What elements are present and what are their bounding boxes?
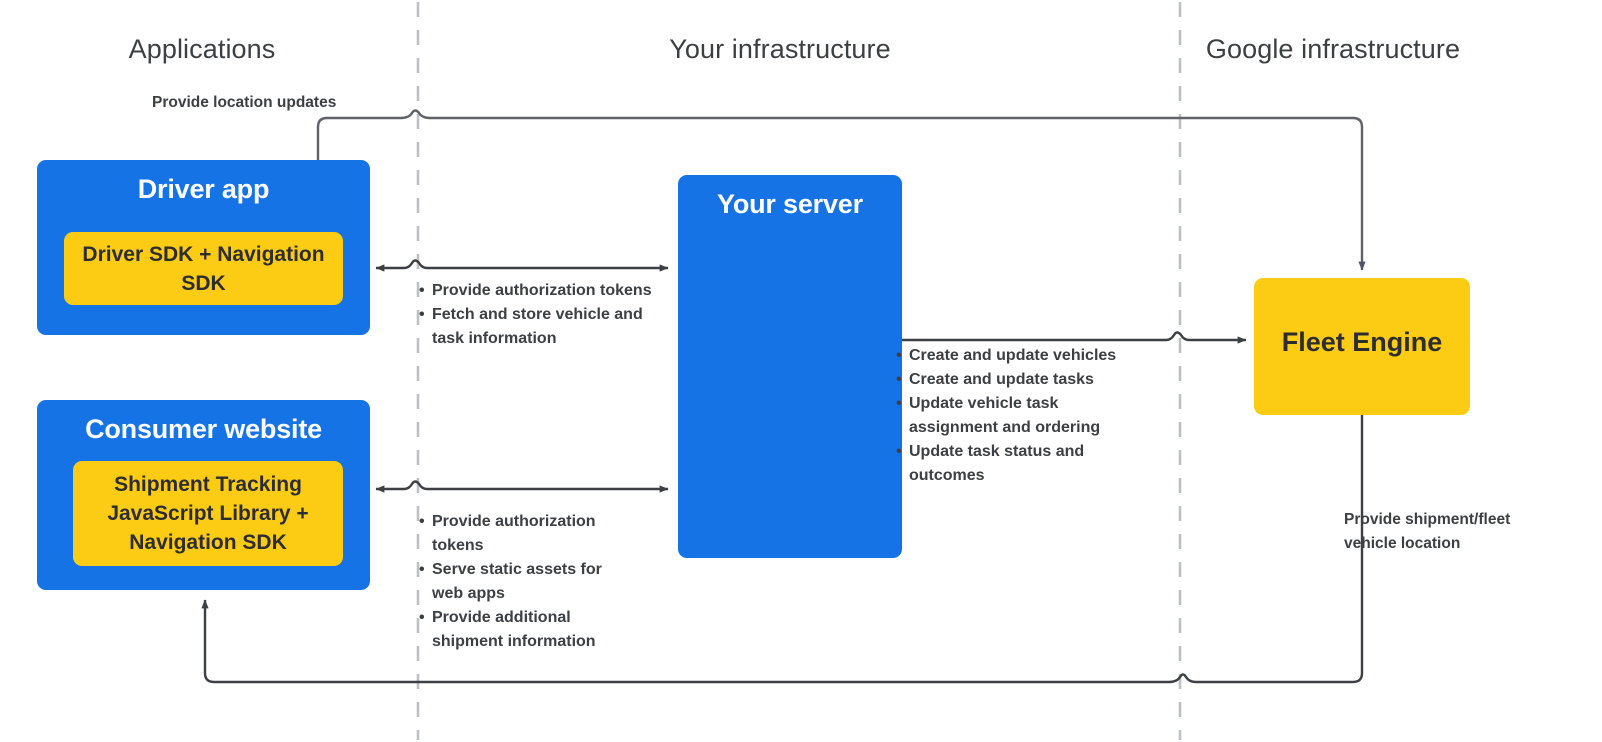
node-shipment-tracking-library[interactable]: Shipment Tracking JavaScript Library + N… — [73, 461, 343, 566]
node-your-server-title: Your server — [717, 189, 863, 219]
list-item: Update task status and outcomes — [896, 440, 1146, 488]
node-your-server[interactable]: Your server — [678, 175, 902, 558]
list-item: Create and update tasks — [896, 368, 1146, 392]
edge-bullets-server-to-fleet-engine: Create and update vehicles Create and up… — [896, 344, 1146, 488]
edge-label-location-updates: Provide location updates — [152, 94, 337, 111]
node-driver-app[interactable]: Driver app Driver SDK + Navigation SDK — [37, 160, 370, 335]
node-driver-sdk[interactable]: Driver SDK + Navigation SDK — [64, 232, 343, 305]
node-driver-sdk-label: Driver SDK + Navigation SDK — [82, 243, 325, 295]
edge-consumer-to-server — [375, 480, 669, 493]
edge-driver-to-server — [375, 259, 669, 272]
edge-label-fleet-to-consumer: Provide shipment/fleet vehicle location — [1344, 511, 1511, 552]
column-header-your-infrastructure: Your infrastructure — [669, 34, 891, 64]
column-header-google-infrastructure: Google infrastructure — [1205, 34, 1461, 64]
node-driver-app-title: Driver app — [137, 174, 270, 204]
column-header-applications: Applications — [128, 34, 276, 64]
node-consumer-website[interactable]: Consumer website Shipment Tracking JavaS… — [37, 400, 370, 590]
node-consumer-website-title: Consumer website — [85, 414, 322, 444]
node-shipment-tracking-library-label: Shipment Tracking JavaScript Library + N… — [107, 473, 309, 554]
list-item: Provide authorization tokens — [419, 510, 634, 558]
list-item: Provide additional shipment information — [419, 606, 634, 654]
list-item: Fetch and store vehicle and task informa… — [419, 303, 654, 351]
list-item: Create and update vehicles — [896, 344, 1146, 368]
list-item: Serve static assets for web apps — [419, 558, 634, 606]
list-item: Provide authorization tokens — [419, 279, 654, 303]
node-fleet-engine[interactable]: Fleet Engine — [1254, 278, 1470, 415]
edge-bullets-driver-to-server: Provide authorization tokens Fetch and s… — [419, 279, 654, 351]
list-item: Update vehicle task assignment and order… — [896, 392, 1146, 440]
node-fleet-engine-title: Fleet Engine — [1281, 327, 1443, 357]
edge-server-to-fleet-engine — [902, 331, 1247, 344]
edge-bullets-consumer-to-server: Provide authorization tokens Serve stati… — [419, 510, 634, 654]
